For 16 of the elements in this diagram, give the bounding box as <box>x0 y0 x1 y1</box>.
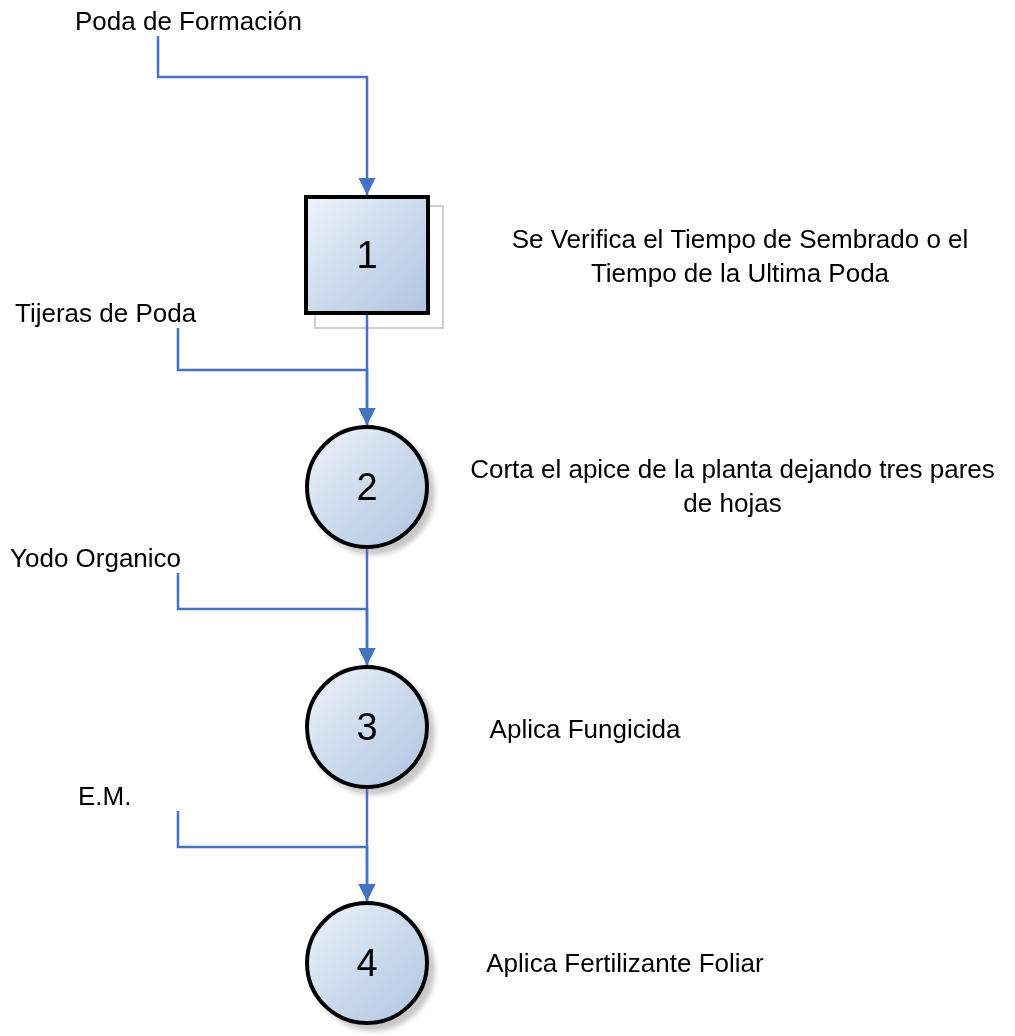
step-number: 3 <box>356 707 378 747</box>
step-number: 2 <box>356 467 378 507</box>
input-label: E.M. <box>78 781 132 811</box>
step-description: Corta el apice de la planta dejando tres pares de hojas <box>470 453 995 520</box>
arrow <box>176 573 376 665</box>
arrow <box>176 328 376 425</box>
step-description: Se Verifica el Tiempo de Sembrado o el Tiempo de la Ultima Poda <box>510 223 970 290</box>
step-description: Aplica Fungicida <box>488 713 682 746</box>
step-number: 4 <box>356 943 378 983</box>
input-label: Yodo Organico <box>10 543 182 573</box>
step-number: 1 <box>356 235 378 275</box>
arrow <box>176 811 376 901</box>
step-description: Aplica Fertilizante Foliar <box>485 947 765 980</box>
arrow <box>156 36 376 195</box>
input-label: Poda de Formación <box>75 6 302 36</box>
input-label: Tijeras de Poda <box>15 298 197 328</box>
